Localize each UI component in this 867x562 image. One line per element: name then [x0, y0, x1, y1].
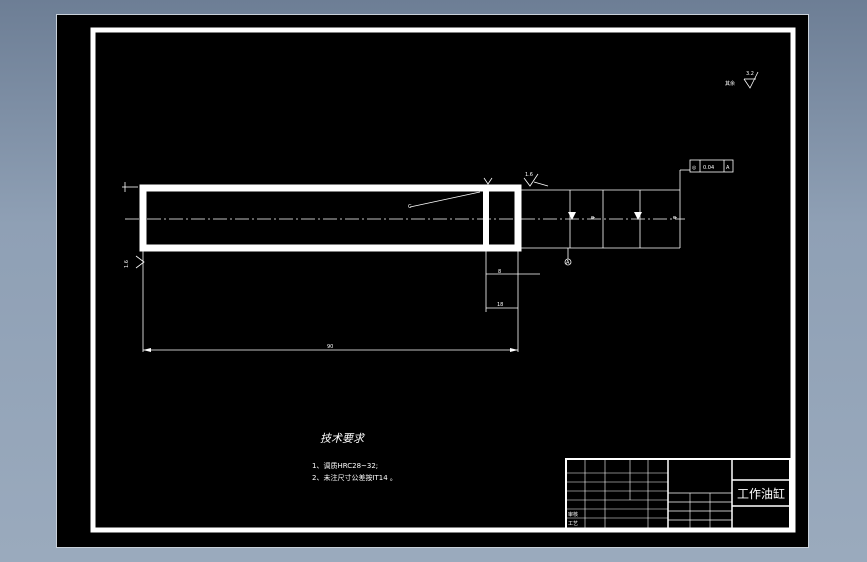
- tolerance-datum: A: [726, 165, 730, 171]
- tolerance-symbol: ◎: [692, 165, 697, 171]
- svg-text:C: C: [408, 204, 412, 210]
- top-roughness-value: 1.6: [525, 172, 533, 178]
- datum-label: A: [566, 260, 570, 266]
- title-row-label-1: 审核: [568, 511, 578, 518]
- svg-text:18: 18: [497, 302, 503, 308]
- svg-text:φ: φ: [672, 215, 678, 219]
- roughness-label: 其余: [725, 80, 735, 87]
- tech-note-2: 2、未注尺寸公差按IT14 。: [312, 473, 397, 482]
- tech-requirements-title: 技术要求: [320, 432, 366, 445]
- svg-text:φ: φ: [590, 215, 596, 219]
- tolerance-value: 0.04: [703, 165, 714, 171]
- part-name: 工作油缸: [737, 486, 785, 501]
- svg-text:8: 8: [498, 269, 501, 275]
- tolerance-frame: [689, 159, 734, 173]
- shaft-body: [139, 184, 522, 252]
- roughness-value: 3.2: [746, 71, 754, 77]
- tech-note-1: 1、调质HRC28~32;: [312, 461, 378, 470]
- overall-length: 90: [327, 344, 333, 350]
- roughness-symbol-icon: [743, 71, 759, 89]
- title-row-label-2: 工艺: [568, 521, 578, 527]
- title-block: [565, 458, 791, 530]
- drawing-frame: [90, 27, 796, 533]
- left-roughness-value: 1.6: [124, 260, 130, 268]
